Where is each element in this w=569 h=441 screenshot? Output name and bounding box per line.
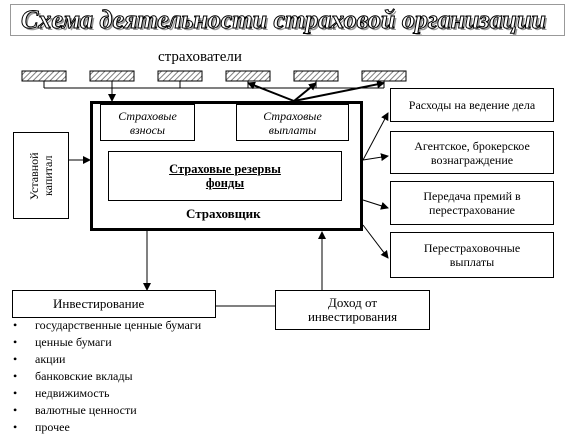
- policyholder-bar: [89, 70, 135, 82]
- diagram-title: Схема деятельности страховой организации: [10, 4, 565, 36]
- reserves-box: Страховые резервы фонды: [108, 151, 342, 201]
- policyholder-bars: [21, 70, 407, 82]
- payment-arrows: [247, 80, 385, 102]
- investment-item: акции: [13, 352, 201, 369]
- expense-arrows: [362, 112, 389, 259]
- capital-label: Уставной капитал: [27, 151, 55, 200]
- right-box-expenses: Расходы на ведение дела: [390, 88, 554, 122]
- investment-item: банковские вклады: [13, 369, 201, 386]
- investment-box: Инвестирование: [12, 290, 216, 318]
- investment-item: недвижимость: [13, 386, 201, 403]
- policyholder-bar: [157, 70, 203, 82]
- investment-label: Инвестирование: [53, 296, 145, 311]
- investment-item: прочее: [13, 420, 201, 437]
- right-box-reinsurance-payments: Перестраховочные выплаты: [390, 232, 554, 278]
- policyholder-bar: [21, 70, 67, 82]
- investment-list: государственные ценные бумаги ценные бум…: [13, 318, 201, 437]
- policyholder-bar: [361, 70, 407, 82]
- investment-item: государственные ценные бумаги: [13, 318, 201, 335]
- premiums-box: Страховые взносы: [100, 104, 195, 141]
- capital-box: Уставной капитал: [13, 132, 69, 219]
- insurer-label: Страховщик: [186, 206, 261, 221]
- right-box-agent-fee: Агентское, брокерское вознаграждение: [390, 131, 554, 174]
- policyholders-label: страхователи: [158, 49, 242, 65]
- right-box-reinsurance-transfer: Передача премий в перестрахование: [390, 181, 554, 225]
- investment-income-box: Доход от инвестирования: [275, 290, 430, 330]
- payments-box: Страховые выплаты: [236, 104, 349, 141]
- reserves-label: Страховые резервы фонды: [169, 162, 281, 190]
- investment-item: ценные бумаги: [13, 335, 201, 352]
- investment-item: валютные ценности: [13, 403, 201, 420]
- policyholder-connectors: [43, 81, 385, 102]
- policyholder-bar: [225, 70, 271, 82]
- policyholder-bar: [293, 70, 339, 82]
